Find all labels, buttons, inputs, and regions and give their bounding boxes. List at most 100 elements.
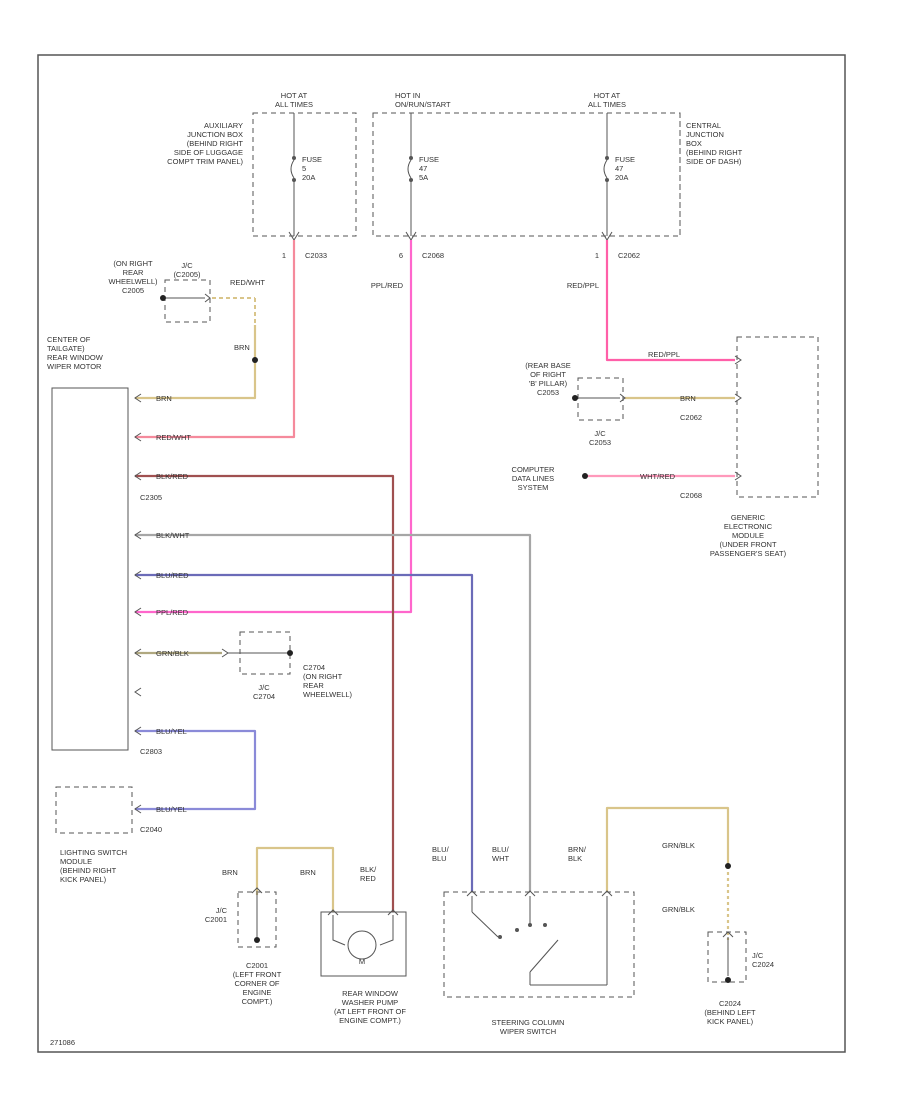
label-line: HOT AT <box>594 91 621 100</box>
label-line: BLK/ <box>360 865 377 874</box>
label-line: PASSENGER'S SEAT) <box>710 549 787 558</box>
label-line: TAILGATE) <box>47 344 85 353</box>
label-line: (UNDER FRONT <box>719 540 776 549</box>
label-line: J/C <box>752 951 764 960</box>
label-line: KICK PANEL) <box>707 1017 754 1026</box>
label-line: 5 <box>302 164 306 173</box>
wire-label-blk-red-pump: BLK/RED <box>360 865 377 883</box>
hot-in-run-box <box>372 112 681 237</box>
fuse-47b <box>603 113 609 236</box>
label-line: (C2005) <box>173 270 201 279</box>
wire-blu-red <box>135 573 474 892</box>
wire-label-brn-right: BRN <box>300 868 316 877</box>
wire-label-red-wht: RED/WHT <box>156 433 191 442</box>
jc-c2005 <box>164 279 211 323</box>
label-line: REAR WINDOW <box>342 989 399 998</box>
label-line: C2704 <box>303 663 325 672</box>
label-line: WHT <box>492 854 509 863</box>
c2033-label: C2033 <box>305 251 327 260</box>
wire-label-ppl-red: PPL/RED <box>371 281 404 290</box>
label-line: J/C <box>594 429 606 438</box>
label-line: ENGINE <box>243 988 272 997</box>
c2062-label: C2062 <box>618 251 640 260</box>
c2024-ground <box>725 977 731 983</box>
jc-c2053 <box>577 377 624 421</box>
label-line: C2053 <box>589 438 611 447</box>
wire-red-ppl <box>605 240 735 362</box>
label-line: ELECTRONIC <box>724 522 773 531</box>
rear-wiper-motor <box>51 387 129 751</box>
c2704-ground <box>287 650 293 656</box>
pump-motor <box>347 930 377 960</box>
label-line: J/C <box>258 683 270 692</box>
label-line: REAR <box>303 681 324 690</box>
label-line: 'B' PILLAR) <box>529 379 568 388</box>
jc-c2024 <box>707 931 747 983</box>
label-line: CENTER OF <box>47 335 91 344</box>
label-line: 20A <box>302 173 315 182</box>
label-line: (REAR BASE <box>525 361 570 370</box>
label-line: J/C <box>181 261 193 270</box>
label-line: BOX <box>686 139 702 148</box>
label-line: AUXILIARY <box>204 121 243 130</box>
label-line: 20A <box>615 173 628 182</box>
c2040-label: C2040 <box>140 825 162 834</box>
c2001-ground <box>254 937 260 943</box>
fuse-47a <box>407 113 413 236</box>
c2062-pin: 1 <box>595 251 599 260</box>
motor-pins <box>134 393 142 814</box>
wire-ppl-red <box>135 240 413 614</box>
label-line: SIDE OF LUGGAGE <box>174 148 243 157</box>
fuse-5 <box>290 113 296 236</box>
label-line: 5A <box>419 173 428 182</box>
label-line: COMPT.) <box>242 997 273 1006</box>
label-line: JUNCTION <box>686 130 724 139</box>
pump-motor-label: M <box>359 957 365 966</box>
label-line: C2053 <box>537 388 559 397</box>
label-line: REAR <box>123 268 144 277</box>
label-line: HOT IN <box>395 91 420 100</box>
wire-label-ppl-red-motor: PPL/RED <box>156 608 189 617</box>
label-line: C2024 <box>719 999 741 1008</box>
steering-column-wiper-switch <box>443 891 635 998</box>
label-line: ENGINE COMPT.) <box>339 1016 401 1025</box>
washer-pump <box>320 911 407 977</box>
wire-label-brn-top: BRN <box>234 343 250 352</box>
wire-label-blk-wht: BLK/WHT <box>156 531 190 540</box>
label-line: KICK PANEL) <box>60 875 107 884</box>
diagram-id: 271086 <box>50 1038 75 1047</box>
jc-c2005-label: J/C(C2005) <box>173 261 201 279</box>
lighting-switch-module <box>55 786 133 834</box>
label-line: SYSTEM <box>518 483 549 492</box>
label-line: CORNER OF <box>235 979 280 988</box>
label-line: WHEELWELL) <box>108 277 158 286</box>
wire-label-red-wht-top: RED/WHT <box>230 278 265 287</box>
c2068-pin: 6 <box>399 251 403 260</box>
c2068-gem-label: C2068 <box>680 491 702 500</box>
label-line: RED <box>360 874 376 883</box>
label-line: C2001 <box>246 961 268 970</box>
wire-label-brn-left: BRN <box>222 868 238 877</box>
label-line: GENERIC <box>731 513 766 522</box>
c2062-gem-label: C2062 <box>680 413 702 422</box>
wire-brn-pump <box>255 846 335 912</box>
label-line: FUSE <box>615 155 635 164</box>
label-line: FUSE <box>419 155 439 164</box>
label-line: COMPUTER <box>512 465 556 474</box>
label-line: LIGHTING SWITCH <box>60 848 127 857</box>
wire-label-blu-yel-2: BLU/YEL <box>156 805 187 814</box>
wire-label-brn-gem: BRN <box>680 394 696 403</box>
label-line: WHEELWELL) <box>303 690 353 699</box>
